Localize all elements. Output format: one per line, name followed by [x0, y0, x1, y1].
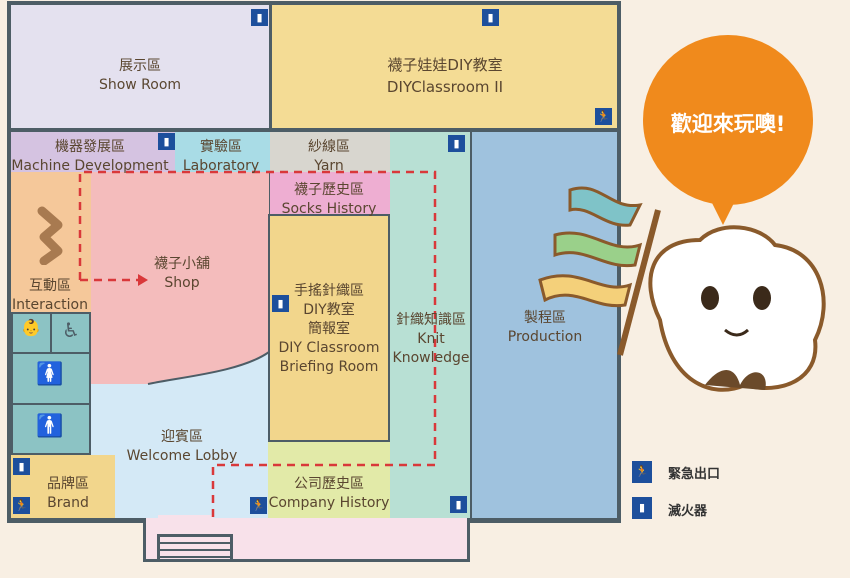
bubble-text: 歡迎來玩噢!	[670, 112, 786, 136]
exit-icon: 🏃	[595, 108, 612, 125]
women-restroom-icon: 🚺	[36, 362, 64, 387]
zone-socks-history[interactable]	[270, 172, 390, 214]
extinguisher-icon: ▮	[13, 458, 30, 475]
baby-care-icon: 👶	[21, 318, 41, 337]
tour-route	[78, 170, 437, 518]
zigzag-icon	[37, 206, 63, 265]
men-restroom-icon: 🚹	[36, 414, 64, 439]
exit-icon: 🏃	[250, 497, 267, 514]
restrooms	[11, 312, 91, 455]
zone-diy2[interactable]	[272, 5, 617, 128]
extinguisher-icon: ▮	[482, 9, 499, 26]
zone-yarn[interactable]	[270, 132, 390, 172]
exit-icon: 🏃	[13, 497, 30, 514]
legend-extinguisher-label: 滅火器	[668, 504, 708, 519]
mascot-illustration	[538, 186, 826, 392]
extinguisher-icon: ▮	[158, 133, 175, 150]
zone-shop[interactable]	[91, 172, 269, 412]
extinguisher-icon: ▮	[272, 295, 289, 312]
extinguisher-icon: ▮	[448, 135, 465, 152]
accessible-icon: ♿	[62, 318, 80, 342]
zone-company[interactable]	[268, 442, 390, 518]
extinguisher-icon: ▮	[450, 496, 467, 513]
extinguisher-icon: ▮	[632, 497, 652, 519]
zone-knit[interactable]	[390, 132, 470, 518]
zone-show-room[interactable]	[11, 5, 269, 128]
zone-machine[interactable]	[11, 132, 175, 172]
extinguisher-icon: ▮	[251, 9, 268, 26]
zone-lab[interactable]	[175, 132, 270, 172]
exit-icon: 🏃	[632, 461, 652, 483]
legend-exit-label: 緊急出口	[668, 467, 721, 482]
zone-diy[interactable]	[268, 214, 390, 442]
speech-bubble	[643, 35, 813, 225]
stairs	[157, 534, 233, 562]
